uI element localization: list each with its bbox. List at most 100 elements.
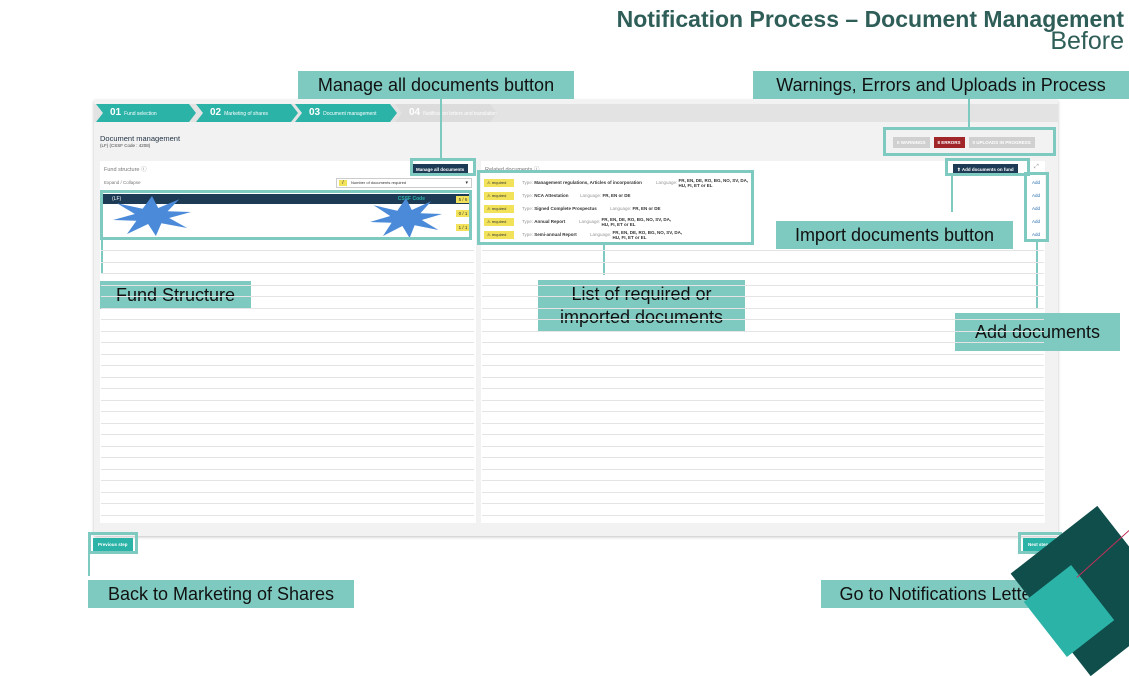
table-row-divider (101, 250, 474, 251)
document-row[interactable]: ⚠ required Type: Semi-annual Report Lang… (482, 229, 752, 241)
add-document-link[interactable]: Add (1032, 219, 1041, 224)
required-badge: ⚠ required (484, 205, 514, 213)
connector-line (440, 99, 442, 159)
table-row-divider (101, 365, 474, 366)
document-row[interactable]: ⚠ required Type: Annual Report Language:… (482, 216, 752, 228)
document-row[interactable]: ⚠ required Type: NCA Attestation Languag… (482, 190, 752, 202)
doc-count-badge: 5 / 6 (456, 196, 470, 203)
required-badge: ⚠ required (484, 218, 514, 226)
table-row-divider (101, 422, 474, 424)
number-documents-select[interactable]: / Number of documents required ▾ (336, 178, 472, 188)
table-row-divider (482, 388, 1044, 389)
import-highlight (945, 158, 1030, 176)
errors-badge[interactable]: 8 ERRORS (933, 137, 965, 148)
expand-icon[interactable]: ⤢ (1034, 164, 1039, 170)
info-icon: ⓘ (141, 167, 147, 173)
add-document-link[interactable]: Add (1032, 206, 1041, 211)
table-row-divider (482, 503, 1044, 504)
table-row-divider (101, 261, 474, 263)
required-badge: ⚠ required (484, 231, 514, 239)
doc-count-badge: 0 / 1 (456, 210, 470, 217)
connector-line (951, 176, 953, 212)
table-row-divider (482, 342, 1044, 343)
table-row-divider (482, 457, 1044, 458)
fund-structure-highlight (100, 190, 472, 240)
table-row-divider (482, 273, 1044, 274)
required-badge: ⚠ required (484, 179, 514, 187)
documents-list-highlight (477, 170, 754, 245)
add-document-link[interactable]: Add (1032, 193, 1041, 198)
prev-highlight (88, 532, 138, 554)
table-row-divider (482, 353, 1044, 355)
fund-row[interactable]: (LF) CSSF Code (102, 194, 469, 204)
table-row-divider (101, 468, 474, 470)
connector-line (1036, 242, 1038, 308)
chevron-down-icon: ▾ (465, 180, 468, 186)
warnings-badge[interactable]: 0 WARNINGS (893, 137, 930, 148)
table-row-divider (482, 445, 1044, 447)
connector-line (603, 245, 605, 275)
expand-collapse-link[interactable]: Expand / Collapse (104, 180, 141, 185)
slide-subtitle: Before (1050, 27, 1124, 55)
table-row-divider (101, 296, 474, 297)
table-row-divider (101, 491, 474, 493)
doc-management-title: Document management (100, 134, 181, 143)
table-row-divider (101, 399, 474, 401)
callout-import-documents: Import documents button (776, 221, 1013, 249)
upload-icon: ⬆ (957, 167, 961, 172)
table-row-divider (482, 307, 1044, 309)
table-row-divider (482, 399, 1044, 401)
table-row-divider (482, 250, 1044, 251)
uploads-badge[interactable]: 0 UPLOADS IN PROGRESS (968, 137, 1035, 148)
table-row-divider (482, 330, 1044, 332)
callout-fund-structure: Fund Structure (100, 281, 251, 309)
required-badge: ⚠ required (484, 192, 514, 200)
previous-step-button[interactable]: Previous step (93, 538, 133, 551)
add-document-link[interactable]: Add (1032, 180, 1041, 185)
add-document-link[interactable]: Add (1032, 232, 1041, 237)
table-row-divider (101, 457, 474, 458)
table-row-divider (101, 388, 474, 389)
manage-all-documents-button[interactable]: Manage all documents (412, 164, 469, 175)
table-row-divider (101, 480, 474, 481)
table-row-divider (482, 411, 1044, 412)
table-row-divider (482, 284, 1044, 286)
callout-documents-list: List of required or imported documents (538, 280, 745, 332)
table-row-divider (482, 319, 1044, 320)
callout-warnings-errors: Warnings, Errors and Uploads in Process (753, 71, 1129, 99)
table-row-divider (482, 514, 1044, 516)
status-badges: 0 WARNINGS 8 ERRORS 0 UPLOADS IN PROGRES… (893, 135, 1045, 150)
document-row[interactable]: ⚠ required Type: Management regulations,… (482, 177, 752, 189)
table-row-divider (101, 445, 474, 447)
status-highlight (883, 127, 1056, 156)
table-row-divider (101, 319, 474, 320)
connector-line (88, 554, 90, 576)
table-row-divider (101, 307, 474, 309)
table-row-divider (101, 411, 474, 412)
table-row-divider (482, 491, 1044, 493)
table-row-divider (482, 376, 1044, 378)
table-row-divider (101, 376, 474, 378)
table-row-divider (482, 422, 1044, 424)
table-row-divider (482, 261, 1044, 263)
table-row-divider (101, 353, 474, 355)
doc-count-badge: 1 / 1 (456, 224, 470, 231)
manage-highlight (410, 158, 476, 176)
table-row-divider (101, 434, 474, 435)
table-row-divider (101, 273, 474, 274)
table-row-divider (101, 342, 474, 343)
connector-line (101, 240, 103, 274)
connector-line (968, 99, 970, 128)
callout-back-to-marketing: Back to Marketing of Shares (88, 580, 354, 608)
table-row-divider (101, 330, 474, 332)
table-row-divider (482, 434, 1044, 435)
table-row-divider (482, 365, 1044, 366)
table-row-divider (101, 284, 474, 286)
document-row[interactable]: ⚠ required Type: Signed Complete Prospec… (482, 203, 752, 215)
doc-management-subtitle: (LF) (CSSF Code : 4208) (100, 143, 151, 148)
table-row-divider (482, 480, 1044, 481)
